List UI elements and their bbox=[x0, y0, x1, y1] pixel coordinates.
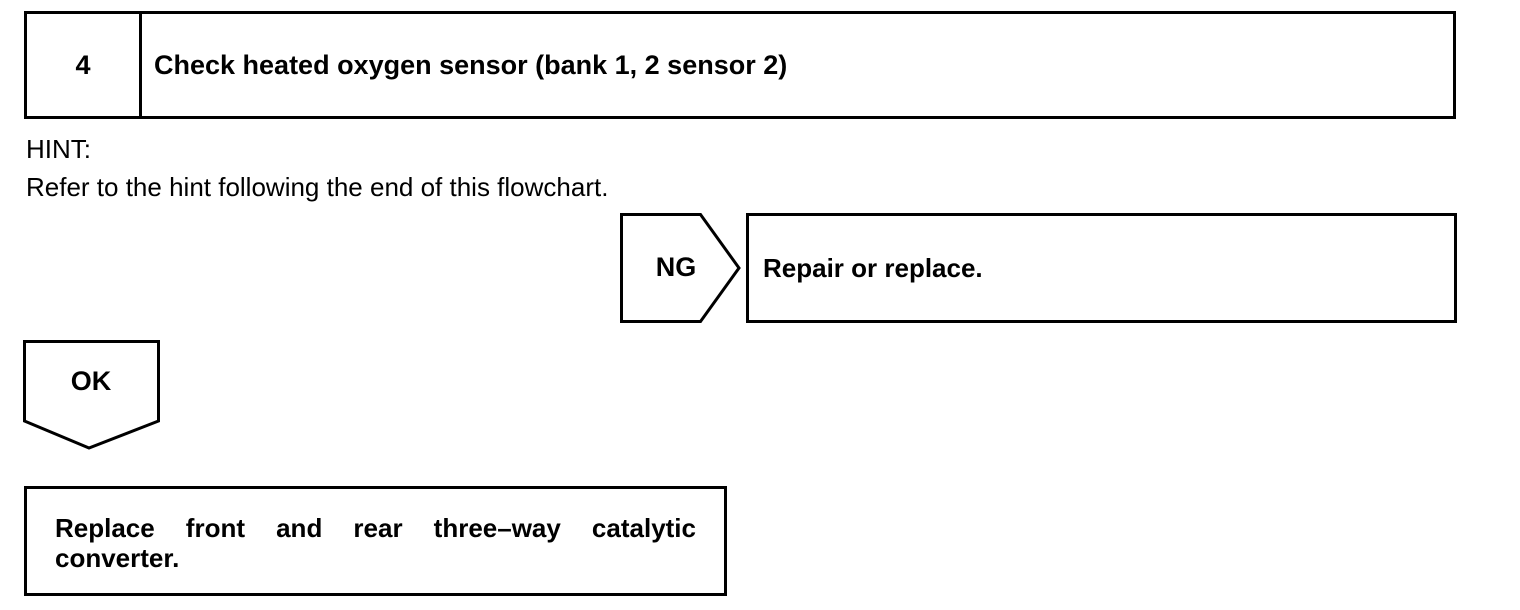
ok-arrow-shape bbox=[23, 340, 160, 450]
ok-action-text: Replace front and rear three–way catalyt… bbox=[55, 513, 696, 573]
step-title: Check heated oxygen sensor (bank 1, 2 se… bbox=[154, 49, 788, 80]
ok-action-box: Replace front and rear three–way catalyt… bbox=[24, 486, 727, 596]
ok-label: OK bbox=[70, 366, 112, 396]
step-number: 4 bbox=[27, 14, 142, 116]
ng-label: NG bbox=[655, 252, 697, 282]
ng-action-text: Repair or replace. bbox=[763, 252, 983, 283]
ng-arrow-shape bbox=[620, 213, 741, 323]
hint-text: Refer to the hint following the end of t… bbox=[26, 172, 609, 202]
ng-action-box: Repair or replace. bbox=[746, 213, 1457, 323]
step-header: 4 Check heated oxygen sensor (bank 1, 2 … bbox=[24, 11, 1456, 119]
hint-label: HINT: bbox=[26, 134, 91, 164]
